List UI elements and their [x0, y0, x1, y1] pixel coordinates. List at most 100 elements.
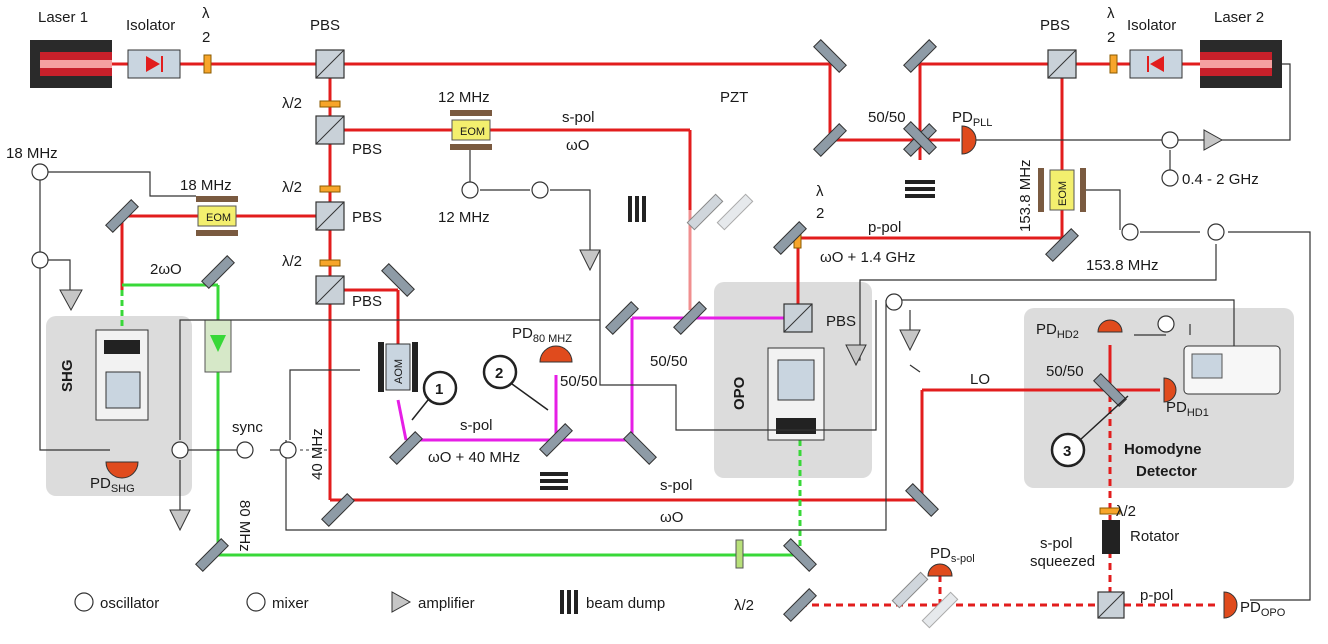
legend-mixer: mixer: [272, 595, 309, 612]
fifty-label-3: 50/50: [650, 353, 688, 370]
beam-spol-top: s-pol: [562, 109, 595, 126]
beam-omega14: ωO + 1.4 GHz: [820, 249, 916, 266]
freq-153-vertical: 153.8 MHz: [1017, 159, 1034, 232]
half-wave-plates: [203, 54, 1121, 515]
homodyne-label-2: Detector: [1136, 463, 1197, 480]
pbs-label-1: PBS: [310, 17, 340, 34]
eom-12mhz: [450, 110, 492, 150]
beam-omega40: ωO + 40 MHz: [428, 449, 520, 466]
eom-label-3: EOM: [1057, 181, 1069, 206]
amplifiers: [59, 129, 1224, 532]
half-label-3-num: λ: [816, 183, 824, 200]
legend-mixer-icon: [246, 592, 266, 612]
legend: oscillator mixer amplifier beam dump: [74, 590, 665, 614]
isolator2-label: Isolator: [1127, 17, 1176, 34]
laser1-label: Laser 1: [38, 9, 88, 26]
legend-oscillator-icon: [74, 592, 94, 612]
marker-2: 2: [495, 365, 503, 382]
freq-18mhz-left: 18 MHz: [6, 145, 58, 162]
green-filter-arrow: [210, 335, 226, 352]
freq-153-horizontal: 153.8 MHz: [1086, 257, 1159, 274]
freq-04-2ghz: 0.4 - 2 GHz: [1182, 171, 1259, 188]
aom-label: AOM: [393, 359, 405, 384]
legend-amplifier: amplifier: [418, 595, 475, 612]
pd-spol-label: PDs-pol: [930, 545, 975, 565]
photodiodes: [105, 125, 1238, 619]
pd-hd2-label: PDHD2: [1036, 321, 1079, 341]
sync-label: sync: [232, 419, 263, 436]
fifty-label-1: 50/50: [868, 109, 906, 126]
flip-mirror: [891, 571, 929, 609]
half-label-2-num: λ: [1107, 5, 1115, 22]
marker-3: 3: [1063, 443, 1071, 460]
rotator-label: Rotator: [1130, 528, 1179, 545]
pbs-cubes: [315, 49, 1125, 619]
freq-80mhz: 80 MHz: [236, 500, 253, 552]
green-half-wave-plate: [735, 539, 744, 569]
laser-1: [30, 40, 112, 88]
half-label-4: λ/2: [282, 95, 302, 112]
legend-amplifier-icon: [391, 591, 412, 613]
movable-mirror: [686, 193, 724, 231]
pbs-label-4: PBS: [352, 209, 382, 226]
half-label-1-den: 2: [202, 29, 210, 46]
freq-12mhz-bottom: 12 MHz: [438, 209, 490, 226]
beam-omega0-top: ωO: [566, 137, 589, 154]
laser-2: [1200, 40, 1282, 88]
labels: Laser 1 Laser 2 Isolator Isolator λ 2 λ …: [6, 5, 1286, 619]
pbs-label-5: PBS: [352, 293, 382, 310]
beam-ppol-bottom: p-pol: [1140, 587, 1173, 604]
laser2-label: Laser 2: [1214, 9, 1264, 26]
aom: [378, 342, 418, 392]
half-label-1-num: λ: [202, 5, 210, 22]
opo-crystal: [767, 347, 825, 441]
mixers: [31, 131, 1225, 459]
pd-hd1-label: PDHD1: [1166, 399, 1209, 419]
legend-beam-dump-icon: [560, 590, 578, 614]
pbs-label-3: PBS: [352, 141, 382, 158]
isolator1-label: Isolator: [126, 17, 175, 34]
squeezed-beam: [800, 395, 1220, 607]
pbs-label-6: PBS: [826, 313, 856, 330]
eom-153mhz: [1038, 168, 1086, 212]
freq-18mhz-eom: 18 MHz: [180, 177, 232, 194]
half-label-7: λ/2: [1116, 503, 1136, 520]
half-label-6: λ/2: [282, 253, 302, 270]
half-label-8: λ/2: [734, 597, 754, 614]
lo-label: LO: [970, 371, 990, 388]
marker-1: 1: [435, 381, 443, 398]
beam-dumps: [540, 180, 935, 490]
eom-label-1: EOM: [460, 126, 485, 138]
eom-label-2: EOM: [206, 212, 231, 224]
pd-shg-label: PDSHG: [90, 475, 135, 495]
beam-squeezed-2: squeezed: [1030, 553, 1095, 570]
beam-omega0-bottom: ωO: [660, 509, 683, 526]
beam-squeezed-1: s-pol: [1040, 535, 1073, 552]
movable-mirror-ghost: [716, 193, 754, 231]
beam-2omega: 2ωO: [150, 261, 182, 278]
half-label-5: λ/2: [282, 179, 302, 196]
pbs-label-2: PBS: [1040, 17, 1070, 34]
mirrors: [105, 39, 1127, 622]
flip-mirror-ghost: [921, 591, 959, 629]
pd-opo-label: PDOPO: [1240, 599, 1286, 619]
fifty-label-2: 50/50: [560, 373, 598, 390]
numbered-markers: [411, 354, 1129, 468]
shg-crystal: [95, 329, 149, 421]
half-label-2-den: 2: [1107, 29, 1115, 46]
eom-18mhz: [196, 196, 238, 236]
pd-pll-label: PDPLL: [952, 109, 992, 129]
beam-spol-mid: s-pol: [460, 417, 493, 434]
legend-beam-dump: beam dump: [586, 595, 665, 612]
half-label-3-den: 2: [816, 205, 824, 222]
fifty-label-4: 50/50: [1046, 363, 1084, 380]
homodyne-label-1: Homodyne: [1124, 441, 1202, 458]
isolator-2: [1129, 49, 1183, 79]
magenta-beams: [396, 316, 798, 442]
pd-80mhz-label: PD80 MHZ: [512, 325, 572, 345]
rotator: [1102, 520, 1120, 554]
pzt-label: PZT: [720, 89, 748, 106]
legend-oscillator: oscillator: [100, 595, 159, 612]
freq-40mhz: 40 MHz: [309, 428, 326, 480]
